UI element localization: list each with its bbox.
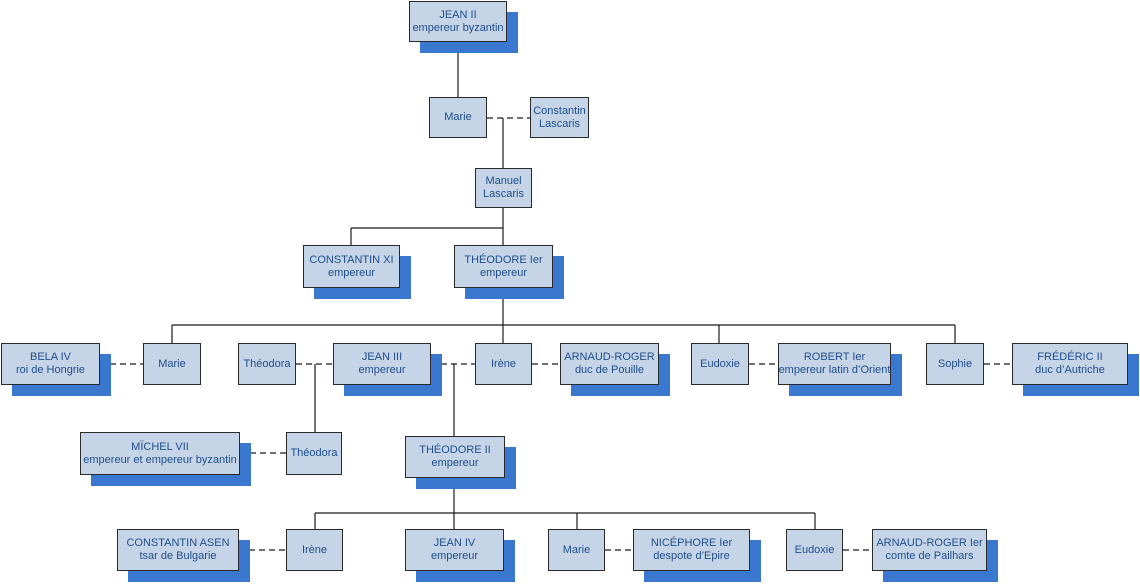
person-box-constantin-lascaris: Constantin Lascaris xyxy=(530,97,589,138)
person-box-sophie: Sophie xyxy=(926,343,984,385)
person-box-constantin-asen: CONSTANTIN ASEN tsar de Bulgarie xyxy=(117,529,239,571)
person-name: Eudoxie xyxy=(700,357,740,370)
person-box-eudoxie: Eudoxie xyxy=(691,343,749,385)
person-box-michel-vii: MÏCHEL VII empereur et empereur byzantin xyxy=(80,432,240,475)
person-title: tsar de Bulgarie xyxy=(139,550,217,562)
person-name: MÏCHEL VII xyxy=(131,440,189,453)
person-box-theodora: Théodora xyxy=(286,432,342,475)
person-name: CONSTANTIN ASEN xyxy=(126,537,230,549)
person-name: THÉODORE Ier xyxy=(464,253,543,266)
person-box-nicephore-ier: NICÉPHORE Ier despote d’Epire xyxy=(633,529,750,571)
person-title: empereur et empereur byzantin xyxy=(83,453,237,466)
person-box-arnaud-roger: ARNAUD-ROGER duc de Pouille xyxy=(560,343,659,385)
person-name: ARNAUD-ROGER xyxy=(564,351,655,363)
person-name: Théodora xyxy=(290,447,338,459)
person-title: empereur xyxy=(479,266,528,279)
person-title: roi de Hongrie xyxy=(15,364,86,376)
person-title: duc d’Autriche xyxy=(1035,364,1105,376)
person-box-jean-iii: JEAN III empereur xyxy=(333,343,431,385)
person-name: Eudoxie xyxy=(794,543,835,556)
person-name: Marie xyxy=(158,357,186,370)
person-box-constantin-xi: CONSTANTIN XI empereur xyxy=(303,245,400,288)
person-title: despote d’Epire xyxy=(653,550,730,562)
person-name: Irène xyxy=(301,543,328,556)
person-title: empereur latin d’Orient xyxy=(778,364,891,376)
person-name: Constantin xyxy=(533,104,586,117)
person-title: comte de Pailhars xyxy=(885,550,974,562)
person-name: CONSTANTIN XI xyxy=(309,253,394,266)
person-box-irene: Irène xyxy=(286,529,343,571)
person-title: empereur xyxy=(430,550,479,562)
person-box-theodora: Théodora xyxy=(238,343,296,385)
person-name: JEAN III xyxy=(361,351,403,363)
person-title: empereur byzantin xyxy=(412,21,504,34)
person-box-manuel-lascaris: Manuel Lascaris xyxy=(475,168,532,208)
person-box-theodore-ier: THÉODORE Ier empereur xyxy=(454,245,553,288)
person-name: JEAN IV xyxy=(433,537,476,549)
person-name: Irène xyxy=(490,357,517,370)
person-box-eudoxie: Eudoxie xyxy=(786,529,843,571)
person-box-theodore-ii: THÉODORE II empereur xyxy=(405,436,505,478)
person-box-jean-ii: JEAN II empereur byzantin xyxy=(409,1,507,42)
person-title: empereur xyxy=(358,364,406,376)
person-name: Théodora xyxy=(243,357,291,370)
person-box-marie: Marie xyxy=(548,529,605,571)
person-box-marie: Marie xyxy=(143,343,201,385)
person-title: empereur xyxy=(327,266,376,279)
person-name: Marie xyxy=(562,543,591,556)
person-title: empereur xyxy=(431,457,479,469)
person-box-robert-ier: ROBERT Ier empereur latin d’Orient xyxy=(778,343,891,385)
person-box-bela-iv: BELA IV roi de Hongrie xyxy=(1,343,100,385)
person-name: Manuel xyxy=(485,175,522,187)
person-name: ROBERT Ier xyxy=(803,351,866,363)
person-name: ARNAUD-ROGER Ier xyxy=(876,537,983,549)
person-box-arnaud-roger-ier: ARNAUD-ROGER Ier comte de Pailhars xyxy=(872,529,987,571)
person-title: duc de Pouille xyxy=(574,364,645,376)
person-name: Marie xyxy=(444,111,472,123)
person-name: NICÉPHORE Ier xyxy=(650,537,733,549)
person-surname: Lascaris xyxy=(539,117,580,130)
person-name: Sophie xyxy=(937,357,973,370)
person-box-frederic-ii: FRÉDÉRIC II duc d’Autriche xyxy=(1012,343,1128,385)
person-box-marie: Marie xyxy=(429,97,487,138)
person-name: BELA IV xyxy=(30,351,71,363)
person-box-irene: Irène xyxy=(475,343,532,385)
person-box-jean-iv: JEAN IV empereur xyxy=(405,529,504,571)
person-surname: Lascaris xyxy=(483,188,524,200)
person-name: FRÉDÉRIC II xyxy=(1037,351,1103,363)
person-name: JEAN II xyxy=(439,8,477,21)
person-name: THÉODORE II xyxy=(419,444,491,456)
